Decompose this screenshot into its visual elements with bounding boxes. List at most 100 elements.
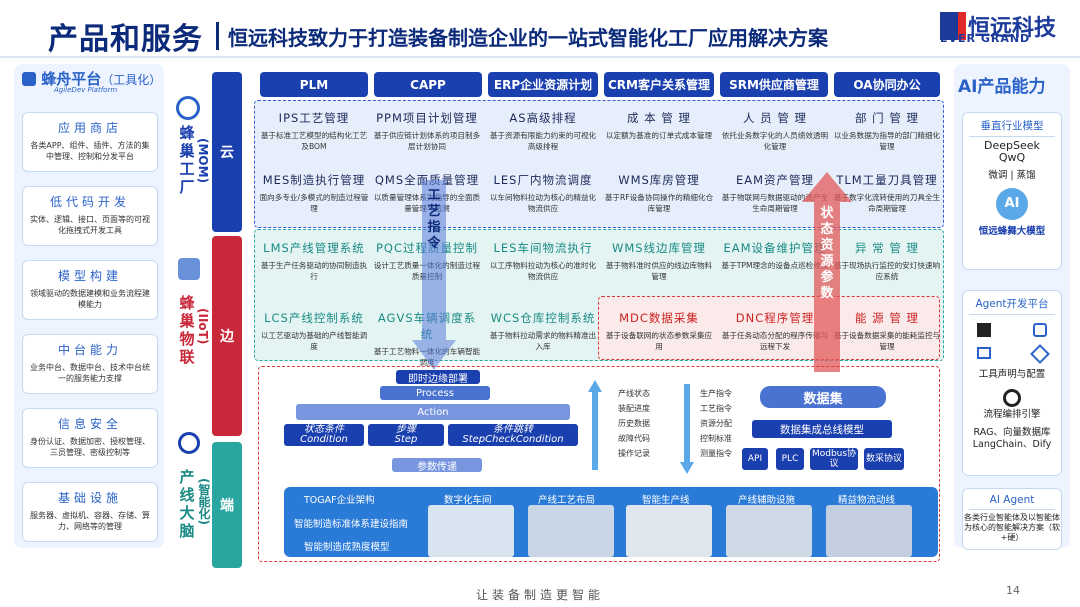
down-arrow-label: 工艺指令 (427, 188, 441, 251)
box-title: 信息安全 (57, 417, 122, 431)
pillar-iot: 蜂巢物联 (179, 294, 195, 366)
box-title: 中台能力 (57, 343, 122, 357)
module-title: PPM项目计划管理 (376, 111, 478, 125)
box-title: 应用商店 (57, 121, 122, 135)
model-qwq: QwQ (998, 151, 1026, 164)
header-rule (0, 56, 1080, 58)
nav-oa[interactable]: OA协同办公 (834, 72, 940, 97)
layout-image (528, 505, 614, 557)
module-mdc[interactable]: MDC数据采集基于设备联网的状态参数采集应用 (604, 310, 714, 352)
module-as[interactable]: AS高级排程基于资源有限能力约束的可视化高级排程 (488, 110, 598, 152)
module-les[interactable]: LES厂内物流调度以车间物料拉动为核心的精益化物流供应 (488, 172, 598, 214)
left-box-infra: 基础设施服务器、虚拟机、容器、存储、算力、网络等的管理 (22, 482, 158, 542)
nav-erp[interactable]: ERP企业资源计划 (488, 72, 598, 97)
dataset-box: 数据集 (760, 386, 886, 408)
togaf-line-1: TOGAF企业架构 (304, 495, 375, 506)
up-item: 产线状态 (618, 389, 650, 398)
nav-crm[interactable]: CRM客户关系管理 (604, 72, 714, 97)
module-title: WMS库房管理 (618, 173, 700, 187)
module-desc: 基于物联网与数据驱动的资产全生命周期管理 (721, 193, 829, 213)
step-en: StepCheckCondition (462, 434, 564, 445)
down-item: 生产指令 (700, 389, 732, 398)
boat-logo-icon (22, 72, 36, 86)
module-eam[interactable]: EAM资产管理基于物联网与数据驱动的资产全生命周期管理 (720, 172, 830, 214)
screen-title-4: 产线辅助设施 (738, 495, 796, 506)
module-title: EAM设备维护管理 (723, 241, 827, 255)
step-en: Step (394, 434, 418, 445)
layer-end: 端 (212, 442, 242, 568)
step-cn: 状态条件 (304, 424, 344, 435)
module-lms[interactable]: LMS产线管理系统基于生产任务驱动的协同制造执行 (259, 240, 369, 282)
box-desc: 业务中台、数据中台、技术中台统一的服务能力支撑 (30, 363, 150, 383)
param-box: 参数传递 (392, 458, 482, 473)
module-title: 人 员 管 理 (743, 111, 807, 125)
module-eam-maint[interactable]: EAM设备维护管理基于TPM理念的设备点巡检维保 (720, 240, 830, 271)
up-arrow-label: 状态资源参数 (820, 206, 834, 301)
box-title: AI Agent (989, 494, 1035, 506)
module-les-exec[interactable]: LES车间物流执行以工序物料拉动为核心的准时化物流供应 (488, 240, 598, 282)
module-ppm[interactable]: PPM项目计划管理基于供应链计划体系的项目制多层计划协同 (372, 110, 482, 152)
module-dept[interactable]: 部 门 管 理以业务数据为指导的部门精细化管理 (832, 110, 942, 152)
module-wms[interactable]: WMS库房管理基于RF设备协同操作的精细化仓库管理 (604, 172, 714, 214)
screen-title-3: 智能生产线 (642, 495, 690, 506)
nav-plm[interactable]: PLM (260, 72, 368, 97)
module-desc: 基于数字化流转使用的刀具全生命周期管理 (833, 193, 941, 213)
down-item: 工艺指令 (700, 404, 732, 413)
action-box: Action (296, 404, 570, 420)
logo-mark (940, 12, 966, 40)
module-title: 部 门 管 理 (855, 111, 919, 125)
platform-name: 蜂舟平台 (41, 70, 102, 88)
up-item: 故障代码 (618, 434, 650, 443)
step-cn: 条件跳转 (493, 424, 533, 435)
module-desc: 基于设备数据采集的能耗监控与管理 (833, 331, 941, 351)
model-deepseek: DeepSeek (984, 139, 1040, 152)
module-wcs[interactable]: WCS仓库控制系统基于物料拉动需求的物料精准出入库 (488, 310, 598, 352)
box-title: 低代码开发 (49, 195, 130, 209)
module-title: EAM资产管理 (735, 173, 815, 187)
module-ips[interactable]: IPS工艺管理基于标准工艺模型的结构化工艺及BOM (259, 110, 369, 152)
module-wms-line[interactable]: WMS线边库管理基于物料准时供应的线边库物料管理 (604, 240, 714, 282)
module-title: LMS产线管理系统 (263, 241, 365, 255)
module-anomaly[interactable]: 异 常 管 理基于现场执行监控的安灯快速响应系统 (832, 240, 942, 282)
module-desc: 基于现场执行监控的安灯快速响应系统 (833, 261, 941, 281)
module-title: 异 常 管 理 (855, 241, 919, 255)
agent-flow: 流程编排引擎 (983, 409, 1041, 420)
module-desc: 以工艺驱动为基础的产线智能调度 (260, 331, 368, 351)
down-item: 资源分配 (700, 419, 732, 428)
module-hr[interactable]: 人 员 管 理依托业务数字化的人员绩效透明化管理 (720, 110, 830, 152)
left-box-model: 模型构建领域驱动的数据建模和业务流程建模能力 (22, 260, 158, 320)
module-lcs[interactable]: LCS产线控制系统以工艺驱动为基础的产线智能调度 (259, 310, 369, 352)
screen-title-2: 产线工艺布局 (538, 495, 596, 506)
bus-box: 数据集成总线模型 (752, 420, 892, 438)
hive-factory-icon (176, 96, 200, 120)
module-desc: 基于任务动态分配的程序传输与远程下发 (721, 331, 829, 351)
module-mes[interactable]: MES制造执行管理面向多专业/多模式的制造过程管理 (259, 172, 369, 214)
left-box-lowcode: 低代码开发实体、逻辑、接口、页面等的可视化拖拽式开发工具 (22, 186, 158, 246)
screen-title-1: 数字化车间 (444, 495, 492, 506)
nav-srm[interactable]: SRM供应商管理 (720, 72, 828, 97)
module-desc: 基于物料拉动需求的物料精准出入库 (489, 331, 597, 351)
module-desc: 基于RF设备协同操作的精细化仓库管理 (604, 193, 714, 213)
module-title: 成 本 管 理 (627, 111, 691, 125)
module-dnc[interactable]: DNC程序管理基于任务动态分配的程序传输与远程下发 (720, 310, 830, 352)
module-tlm[interactable]: TLM工量刀具管理基于数字化流转使用的刀具全生命周期管理 (832, 172, 942, 214)
up-arrow-icon (802, 172, 852, 372)
protocol-daq: 数采协议 (864, 448, 904, 470)
module-desc: 以业务数据为指导的部门精细化管理 (833, 131, 941, 151)
togaf-line-2: 智能制造标准体系建设指南 (294, 519, 409, 530)
ai-title: AI产品能力 (958, 77, 1046, 97)
agent-desc: 各类行业智能体及以智能体为核心的智能解决方案（软+硬） (964, 513, 1060, 542)
up-item: 历史数据 (618, 419, 650, 428)
nav-capp[interactable]: CAPP (374, 72, 482, 97)
agent-tools: 工具声明与配置 (978, 369, 1046, 380)
hammer-icon (1030, 344, 1050, 364)
module-title: WMS线边库管理 (611, 241, 707, 255)
flow-icon (1003, 389, 1021, 407)
line-image (626, 505, 712, 557)
module-energy[interactable]: 能 源 管 理基于设备数据采集的能耗监控与管理 (832, 310, 942, 352)
left-box-middle: 中台能力业务中台、数据中台、技术中台统一的服务能力支撑 (22, 334, 158, 394)
model-tags: 微调 | 蒸馏 (988, 170, 1036, 181)
module-cost[interactable]: 成 本 管 理以定额为基准的订单式成本管理 (604, 110, 714, 141)
module-desc: 以定额为基准的订单式成本管理 (605, 131, 713, 140)
